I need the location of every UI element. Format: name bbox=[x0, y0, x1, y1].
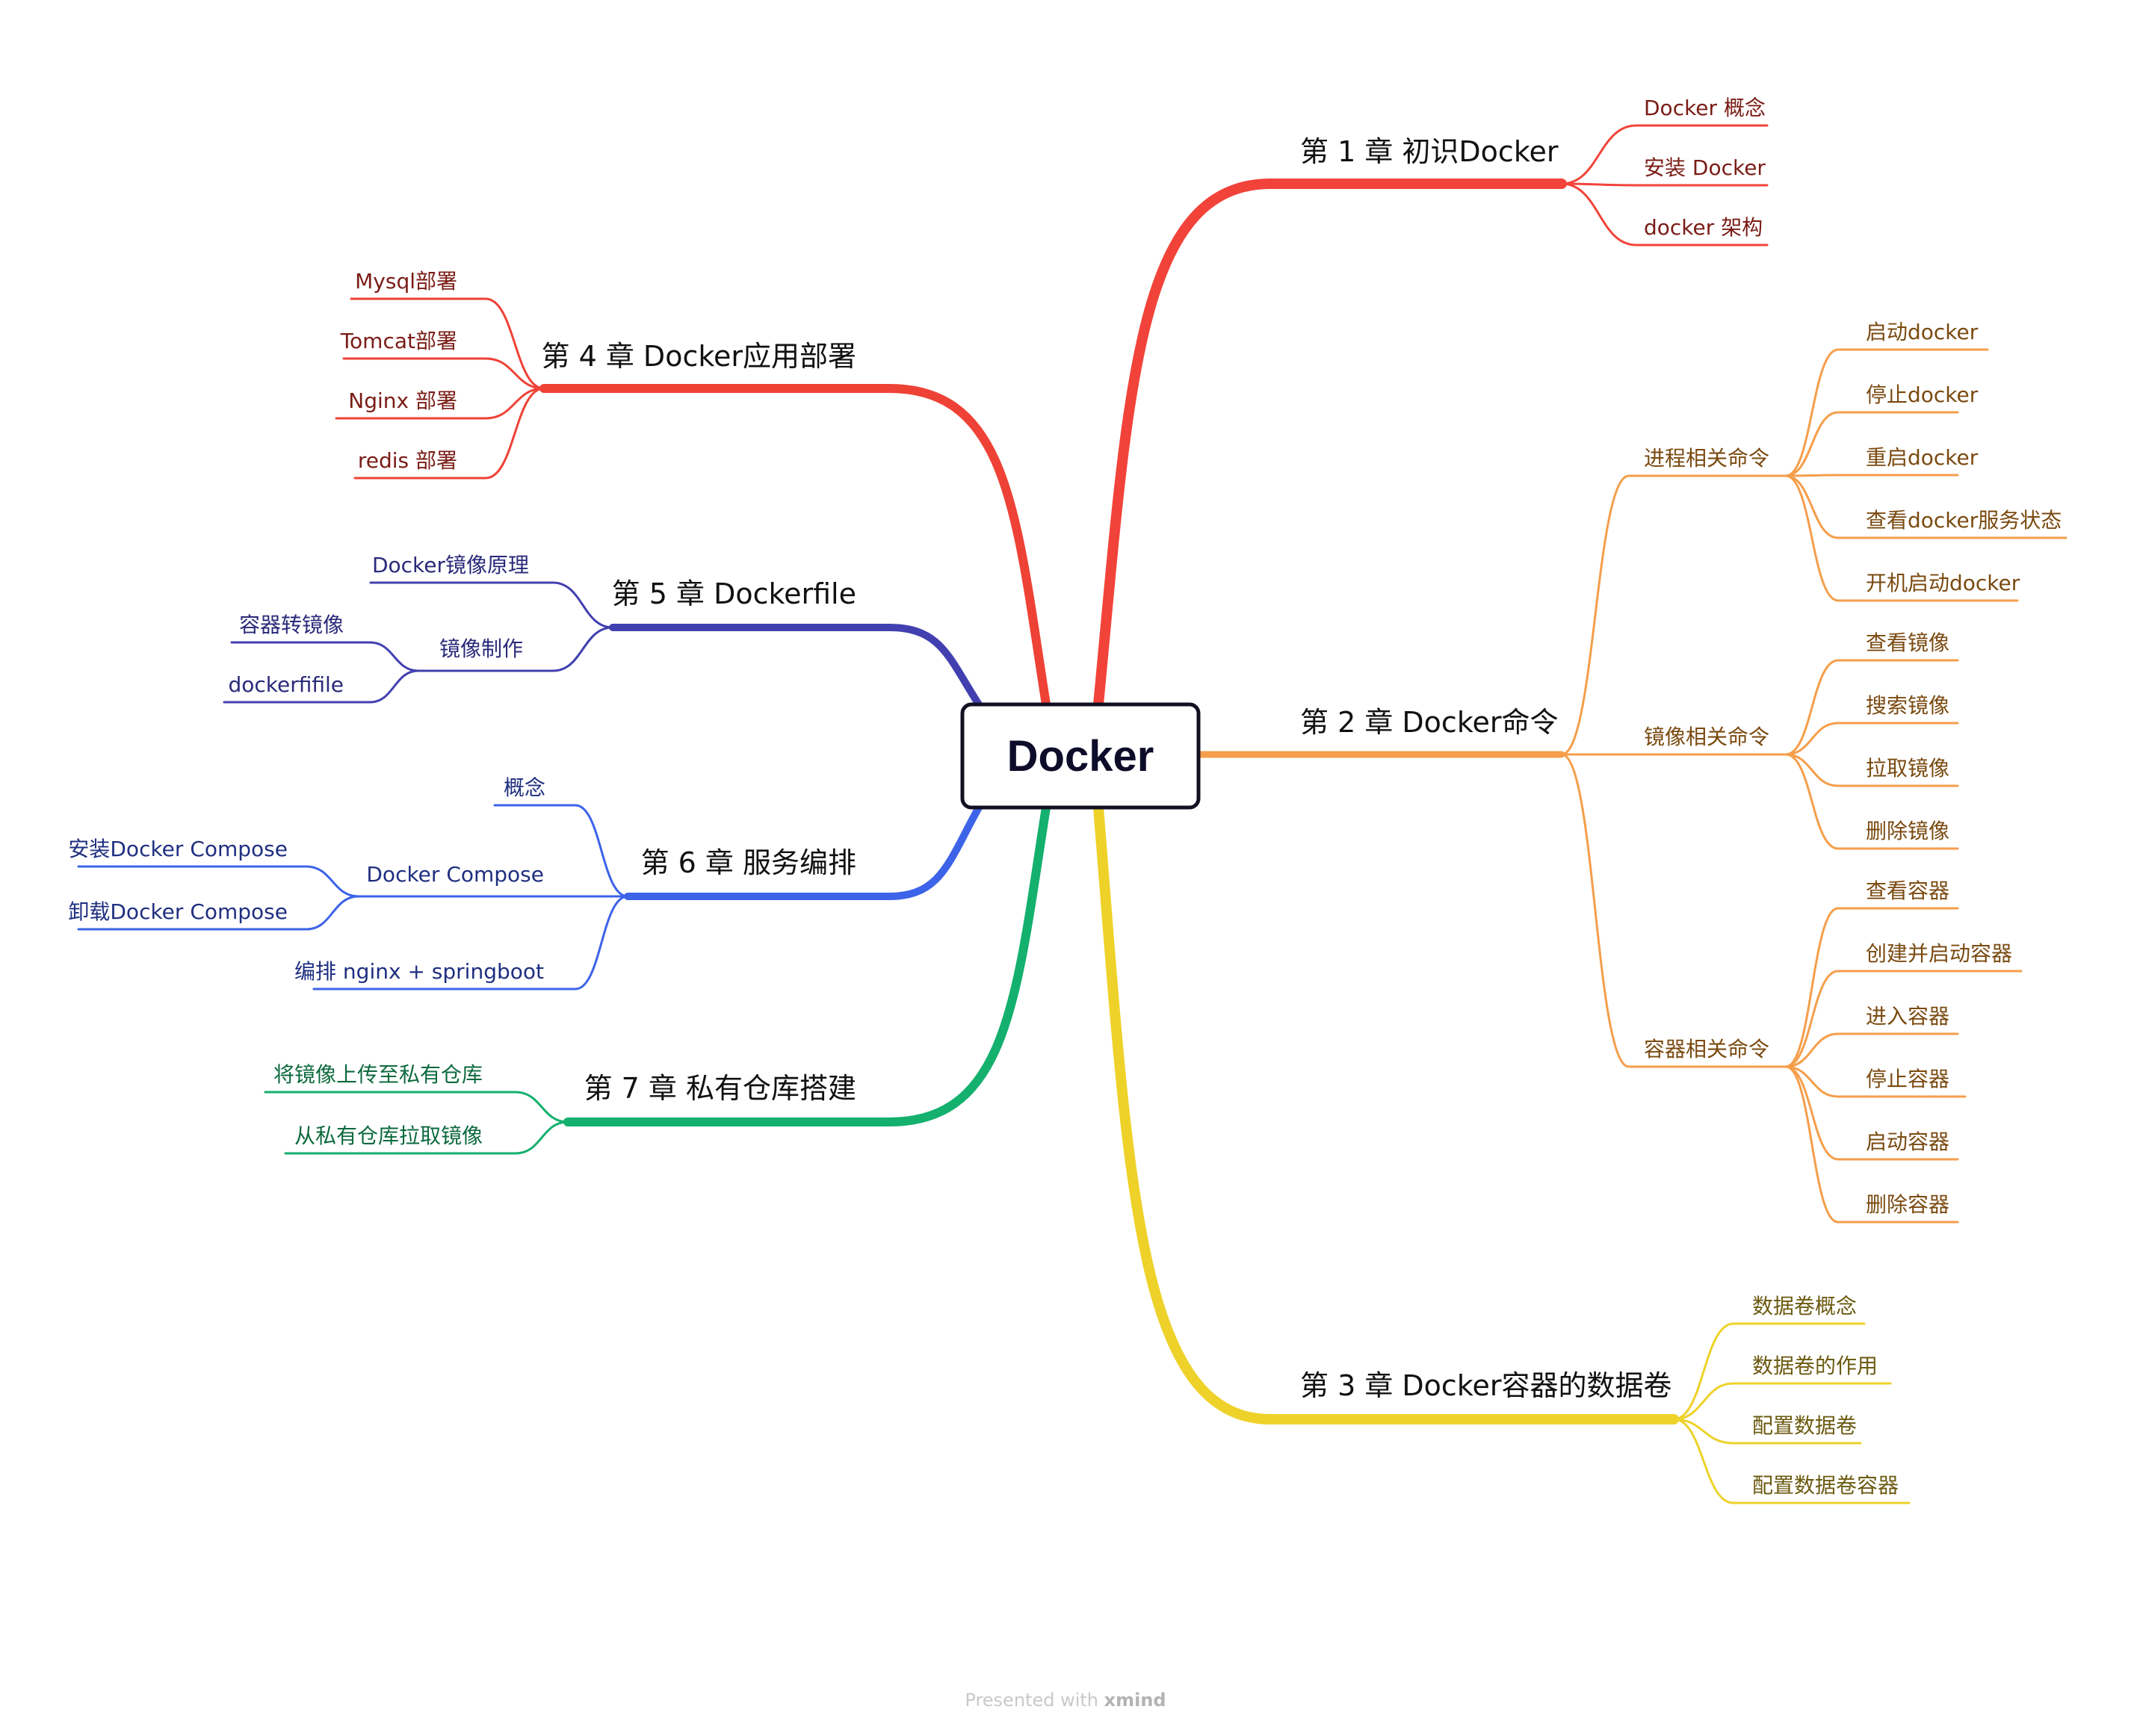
ch4-item: redis 部署 bbox=[358, 448, 457, 473]
ch5-group-label: 镜像制作 bbox=[439, 636, 523, 661]
ch2-item: 重启docker bbox=[1866, 445, 1979, 470]
footer-prefix: Presented with bbox=[965, 1690, 1098, 1711]
ch2-item: 进入容器 bbox=[1866, 1004, 1949, 1029]
ch1-item: Docker 概念 bbox=[1644, 96, 1766, 120]
edge-ch2-item bbox=[1784, 970, 2023, 1068]
edge-ch2-item bbox=[1784, 1065, 1959, 1161]
edge-ch3-item bbox=[1672, 1382, 1892, 1421]
ch2-item: 停止容器 bbox=[1866, 1067, 1949, 1091]
edge-ch5-group bbox=[417, 626, 614, 672]
ch2-item: 查看容器 bbox=[1866, 878, 1949, 903]
edge-ch2-group bbox=[1560, 474, 1787, 756]
edge-ch2-item bbox=[1784, 753, 1959, 787]
ch6-sub-item: 卸载Docker Compose bbox=[68, 899, 288, 924]
edge-ch2-item bbox=[1784, 659, 1959, 756]
ch4-item: Tomcat部署 bbox=[340, 329, 457, 353]
edge-ch3-item bbox=[1672, 1322, 1866, 1421]
ch3-item: 配置数据卷容器 bbox=[1752, 1473, 1899, 1498]
edge-ch2-item bbox=[1784, 722, 1959, 756]
edge-ch6-sub bbox=[77, 865, 360, 898]
ch4-item: Nginx 部署 bbox=[348, 388, 457, 413]
ch2-item: 删除容器 bbox=[1866, 1192, 1949, 1217]
edge-ch4-item bbox=[353, 387, 545, 480]
ch5-sub-item: dockerfifile bbox=[228, 672, 344, 697]
ch5-item: Docker镜像原理 bbox=[372, 553, 529, 577]
ch1-item: docker 架构 bbox=[1644, 215, 1763, 240]
branch-ch5 bbox=[609, 624, 983, 708]
ch2-item: 开机启动docker bbox=[1866, 571, 2020, 595]
edge-ch2-item bbox=[1784, 474, 2019, 602]
edge-ch6-last bbox=[312, 895, 629, 991]
ch2-group-label: 容器相关命令 bbox=[1644, 1037, 1769, 1061]
chapter-7-title: 第 7 章 私有仓库搭建 bbox=[584, 1072, 856, 1105]
ch2-item: 启动容器 bbox=[1866, 1129, 1949, 1154]
edge-ch3-item bbox=[1672, 1418, 1862, 1445]
ch6-item: 编排 nginx + springboot bbox=[294, 959, 544, 984]
ch2-item: 拉取镜像 bbox=[1866, 756, 1949, 781]
edge-ch2-item bbox=[1784, 474, 2067, 539]
edge-ch1-item bbox=[1560, 182, 1769, 247]
chapter-2-title: 第 2 章 Docker命令 bbox=[1300, 706, 1558, 739]
edge-ch3-item bbox=[1672, 1418, 1911, 1504]
ch1-item: 安装 Docker bbox=[1644, 155, 1766, 180]
chapter-5-title: 第 5 章 Dockerfile bbox=[612, 577, 856, 610]
ch3-item: 配置数据卷 bbox=[1752, 1413, 1857, 1438]
edge-ch5-sub bbox=[223, 669, 420, 704]
edge-ch5-sub bbox=[230, 641, 420, 672]
edge-ch2-item bbox=[1784, 348, 1989, 477]
ch6-sub-item: 安装Docker Compose bbox=[68, 837, 288, 861]
ch2-item: 停止docker bbox=[1866, 382, 1979, 407]
branch-ch3 bbox=[1093, 802, 1679, 1425]
edge-ch5-first bbox=[369, 581, 614, 629]
edge-ch7-item bbox=[264, 1091, 569, 1123]
edge-ch2-item bbox=[1784, 753, 1959, 850]
ch2-item: 启动docker bbox=[1866, 320, 1979, 344]
chapter-4-title: 第 4 章 Docker应用部署 bbox=[542, 340, 856, 373]
edge-ch2-item bbox=[1784, 411, 1959, 477]
edge-ch4-item bbox=[350, 297, 545, 390]
ch7-item: 从私有仓库拉取镜像 bbox=[294, 1123, 483, 1148]
edge-ch1-item bbox=[1560, 124, 1769, 185]
edge-ch1-item bbox=[1560, 182, 1769, 187]
branch-ch1 bbox=[1093, 179, 1567, 710]
ch2-group-label: 进程相关命令 bbox=[1644, 446, 1769, 471]
ch2-group-label: 镜像相关命令 bbox=[1644, 725, 1769, 749]
edge-ch2-item bbox=[1784, 1032, 1959, 1068]
edge-ch4-item bbox=[335, 387, 545, 420]
presented-with-xmind: Presented with xmind bbox=[0, 1690, 2131, 1711]
ch7-item: 将镜像上传至私有仓库 bbox=[273, 1062, 483, 1087]
chapter-3-title: 第 3 章 Docker容器的数据卷 bbox=[1300, 1369, 1671, 1402]
chapter-1-title: 第 1 章 初识Docker bbox=[1300, 135, 1559, 168]
ch2-item: 查看docker服务状态 bbox=[1866, 508, 2062, 533]
edge-ch4-item bbox=[342, 357, 545, 390]
edge-ch2-item bbox=[1784, 1065, 1967, 1098]
branch-ch4 bbox=[539, 384, 1051, 709]
root-node bbox=[960, 702, 1201, 810]
ch3-item: 数据卷概念 bbox=[1752, 1294, 1857, 1318]
edge-ch2-group bbox=[1560, 753, 1787, 1068]
ch6-item: 概念 bbox=[504, 775, 545, 800]
ch5-sub-item: 容器转镜像 bbox=[239, 613, 344, 637]
edge-ch6-sub bbox=[77, 895, 360, 931]
ch2-item: 创建并启动容器 bbox=[1866, 941, 2012, 966]
edge-ch2-item bbox=[1784, 1065, 1959, 1224]
chapter-6-title: 第 6 章 服务编排 bbox=[641, 846, 856, 879]
ch2-item: 删除镜像 bbox=[1866, 819, 1949, 843]
edge-ch7-item bbox=[284, 1120, 569, 1155]
edge-ch6-first bbox=[493, 804, 629, 898]
edge-ch2-item bbox=[1784, 907, 1959, 1068]
ch3-item: 数据卷的作用 bbox=[1752, 1354, 1878, 1378]
ch6-group-label: Docker Compose bbox=[366, 862, 544, 887]
xmind-logo: xmind bbox=[1104, 1690, 1166, 1711]
branch-ch7 bbox=[563, 803, 1051, 1126]
ch2-item: 搜索镜像 bbox=[1866, 693, 1949, 718]
edge-ch2-item bbox=[1784, 474, 1959, 477]
branch-ch6 bbox=[624, 804, 983, 900]
ch2-item: 查看镜像 bbox=[1866, 630, 1949, 655]
root-label: Docker bbox=[1007, 732, 1154, 781]
ch4-item: Mysql部署 bbox=[355, 269, 457, 294]
